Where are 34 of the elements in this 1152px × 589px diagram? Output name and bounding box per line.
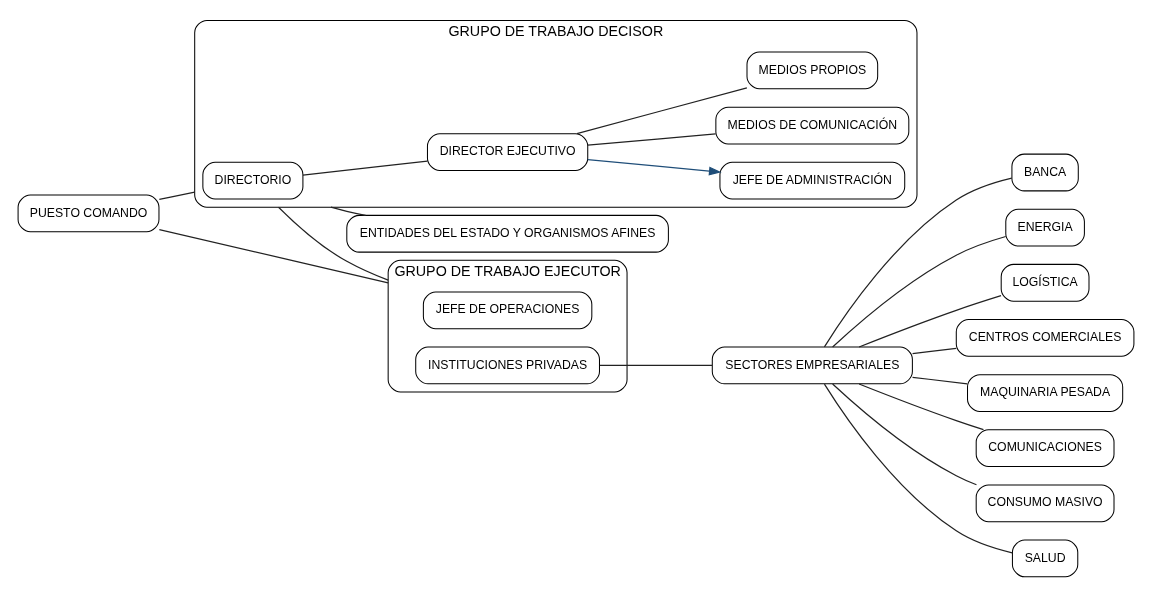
node-box: ENTIDADES DEL ESTADO Y ORGANISMOS AFINES [346,214,669,253]
node-box: MEDIOS DE COMUNICACIÓN [715,106,910,145]
connector [158,191,196,200]
connector [158,228,389,284]
node-box: JEFE DE ADMINISTRACIÓN [719,161,906,200]
connector [302,160,428,176]
node-box: MAQUINARIA PESADA [967,374,1124,412]
node-box: SALUD [1011,539,1079,578]
arrow [587,158,722,176]
connector [911,376,968,385]
node-box: MEDIOS PROPIOS [746,51,879,90]
node-box: DIRECTORIO [202,161,304,200]
node-box: DIRECTOR EJECUTIVO [426,133,589,171]
connector [823,177,1013,348]
connector [858,295,1002,348]
connector [823,383,1013,554]
node-box: INSTITUCIONES PRIVADAS [415,346,600,385]
node-box: COMUNICACIONES [975,429,1115,468]
node-box: CONSUMO MASIVO [975,484,1115,523]
node-box: LOGÍSTICA [1000,263,1090,302]
connector [587,133,717,146]
connector [911,347,957,355]
node-box: JEFE DE OPERACIONES [422,291,593,330]
node-box: CENTROS COMERCIALES [955,319,1135,357]
node-box: SECTORES EMPRESARIALES [711,346,913,385]
connector [858,383,985,431]
node-box: ENERGIA [1005,208,1085,247]
connector [832,235,1007,348]
node-box: PUESTO COMANDO [17,194,160,233]
connector [832,383,978,486]
connector [277,206,389,281]
connector [599,364,713,367]
node-box: BANCA [1011,153,1079,192]
connector [576,87,748,135]
